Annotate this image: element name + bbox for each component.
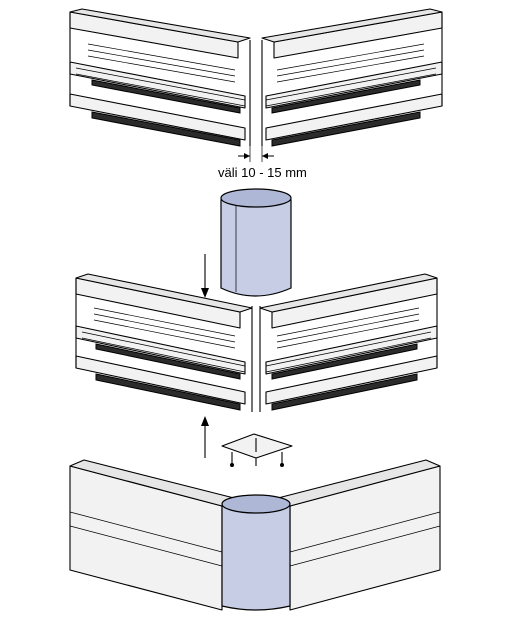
- gap-label: väli 10 - 15 mm: [218, 165, 307, 180]
- gap-dimension: väli 10 - 15 mm: [218, 146, 307, 180]
- corner-cover-part: [220, 188, 292, 297]
- corner-connector-part: [221, 433, 293, 467]
- step2-profile-halves: [75, 273, 438, 412]
- step3-finished-corner: [69, 459, 441, 611]
- step1-profile-halves: [69, 8, 443, 147]
- insert-arrow-up: [201, 416, 209, 458]
- insert-arrow-down: [201, 254, 209, 298]
